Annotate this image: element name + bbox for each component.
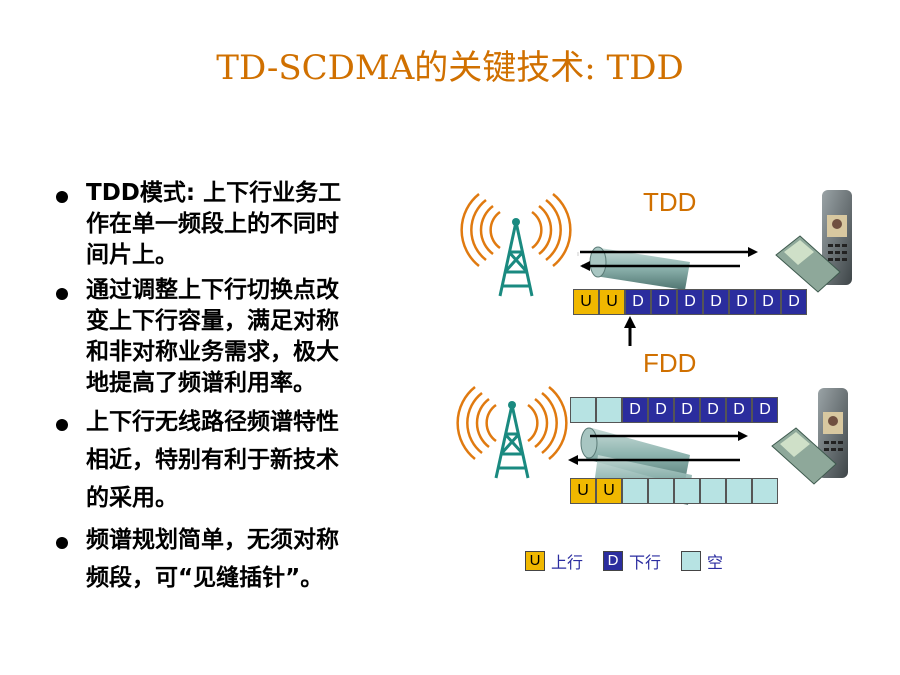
tdd-antenna-icon [460,193,572,297]
downlink-slot: D [752,397,778,423]
bullet-line: 频段，可“见缝插针”。 [86,565,324,591]
bullet-line: 通过调整上下行切换点改 [86,277,339,303]
fdd-antenna-icon [456,386,568,479]
tdd-channel-icon [577,246,758,290]
downlink-slot: D [729,289,755,315]
empty-slot [648,478,674,504]
legend-uplink: U 上行 [525,549,583,573]
downlink-slot: D [781,289,807,315]
empty-slot [570,397,596,423]
switch-point-arrow-icon [624,316,636,346]
downlink-slot: D [703,289,729,315]
empty-slot [622,478,648,504]
downlink-slot: D [674,397,700,423]
fdd-phone-icon [771,388,848,485]
bullet-dot-icon [56,419,68,431]
downlink-slot: D [622,397,648,423]
bullet-dot-icon [56,537,68,549]
legend-downlink-label: 下行 [629,555,662,572]
downlink-slot: D [625,289,651,315]
legend-downlink: D 下行 [603,549,661,573]
bullet-item: 通过调整上下行切换点改 变上下行容量，满足对称 和非对称业务需求，极大 地提高了… [52,275,432,399]
bullet-line: 间片上。 [86,242,178,268]
bullet-line: 变上下行容量，满足对称 [86,308,339,334]
uplink-slot: U [599,289,625,315]
bullet-dot-icon [56,191,68,203]
bullet-line: 作在单一频段上的不同时 [86,211,339,237]
empty-slot [752,478,778,504]
uplink-slot: U [573,289,599,315]
legend: U 上行 D 下行 空 [525,550,743,572]
bullet-line: 上下行无线路径频谱特性 [86,409,339,435]
fdd-label: FDD [643,348,697,378]
legend-uplink-swatch: U [525,551,545,571]
page-title: TD-SCDMA的关键技术: TDD [216,48,684,88]
legend-empty-swatch [681,551,702,571]
empty-slot [726,478,752,504]
legend-empty-label: 空 [707,555,724,572]
bullet-line: 频谱规划简单，无须对称 [86,527,339,553]
bullet-item: 频谱规划简单，无须对称 频段，可“见缝插针”。 [52,521,432,597]
bullet-list: TDD模式: 上下行业务工 作在单一频段上的不同时 间片上。 通过调整上下行切换… [52,178,432,601]
bullet-line: 和非对称业务需求，极大 [86,339,339,365]
bullet-dot-icon [56,288,68,300]
downlink-slot: D [648,397,674,423]
tdd-label: TDD [643,187,697,217]
downlink-slot: D [726,397,752,423]
empty-slot [674,478,700,504]
bullet-line: 地提高了频谱利用率。 [86,370,316,396]
legend-downlink-swatch: D [603,551,624,571]
bullet-item: TDD模式: 上下行业务工 作在单一频段上的不同时 间片上。 [52,178,432,271]
downlink-slot: D [700,397,726,423]
uplink-slot: U [570,478,596,504]
empty-slot [700,478,726,504]
bullet-line: 相近，特别有利于新技术 [86,447,339,473]
legend-uplink-label: 上行 [551,555,584,572]
bullet-line: TDD模式: 上下行业务工 [86,180,342,206]
bullet-line: 的采用。 [86,485,178,511]
bullet-item: 上下行无线路径频谱特性 相近，特别有利于新技术 的采用。 [52,403,432,517]
uplink-slot: U [596,478,622,504]
downlink-slot: D [651,289,677,315]
downlink-slot: D [755,289,781,315]
empty-slot [596,397,622,423]
tdd-phone-icon [775,190,852,293]
legend-empty: 空 [681,549,723,573]
downlink-slot: D [677,289,703,315]
